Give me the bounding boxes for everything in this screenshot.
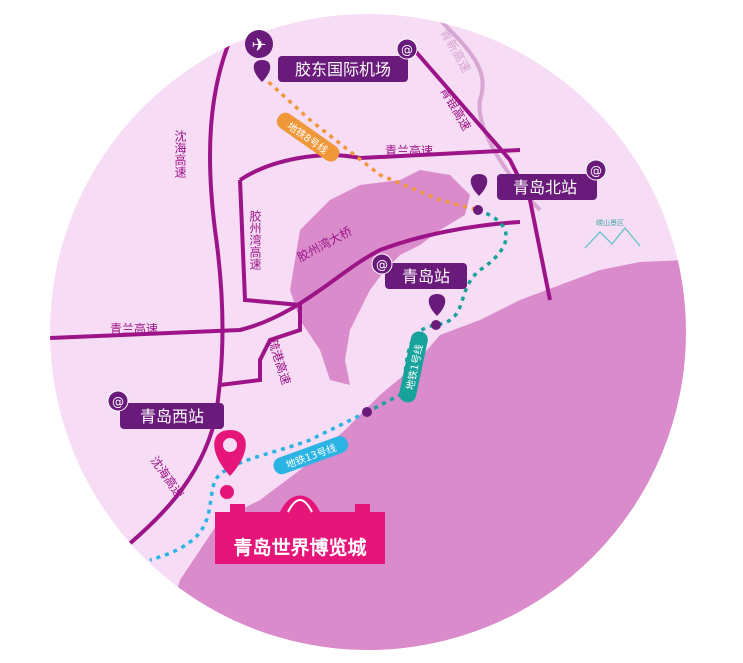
road-label-shenhai: 沈海高速 (173, 129, 187, 178)
station-qingdao[interactable]: 青岛站 @ (371, 253, 467, 330)
station-north[interactable]: 青岛北站 @ (470, 159, 607, 215)
pin-icon (253, 60, 271, 82)
svg-text:@: @ (401, 43, 413, 57)
station-qingdao-label: 青岛站 (402, 267, 450, 286)
rail-icon (371, 253, 393, 275)
airplane-icon (245, 30, 273, 58)
pin-icon (428, 294, 446, 316)
svg-text:@: @ (112, 395, 124, 409)
road-label-jiaozhouwan: 胶州湾高速 (248, 209, 262, 270)
metro-line-8 (260, 74, 479, 212)
pin-icon (470, 174, 488, 196)
station-airport-label: 胶东国际机场 (295, 60, 391, 79)
destination-label: 青岛世界博览城 (233, 536, 366, 559)
station-airport[interactable]: 胶东国际机场 @ (253, 38, 418, 82)
station-west-label: 青岛西站 (140, 407, 204, 426)
station-west[interactable]: 青岛西站 @ (107, 390, 224, 429)
station-north-label: 青岛北站 (513, 178, 577, 197)
metro-line-13 (149, 410, 368, 562)
rail-icon (585, 159, 607, 181)
road-label-qinglan-left: 青兰高速 (110, 321, 158, 336)
svg-text:@: @ (590, 164, 602, 178)
expo-building-icon (215, 495, 385, 530)
scenic-label: 崂山景区 (596, 218, 624, 227)
laoshan-scenic: 崂山景区 (584, 218, 641, 249)
transfer-station (362, 407, 372, 417)
destination-pin-icon (214, 430, 246, 476)
rail-icon (396, 38, 418, 60)
airplane-glyph: ✈ (251, 35, 266, 56)
mountain-icon (584, 227, 641, 249)
rail-icon (107, 390, 129, 412)
svg-text:@: @ (376, 258, 388, 272)
road-label-qinglan: 青兰高速 (385, 143, 433, 158)
destination-expo[interactable]: 青岛世界博览城 (214, 430, 385, 564)
land-bay (290, 170, 470, 385)
